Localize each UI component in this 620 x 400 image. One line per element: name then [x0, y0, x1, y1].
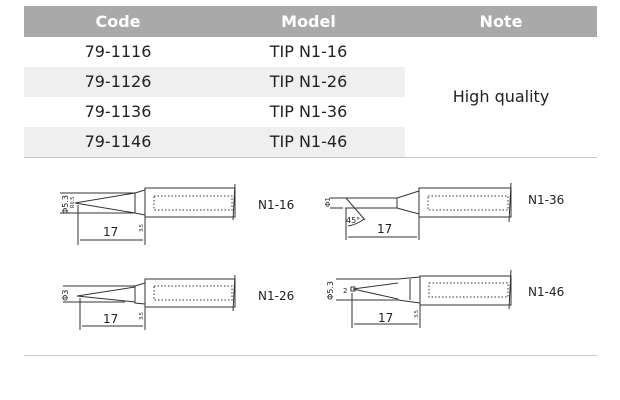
diagram-n1-16: 17 Φ5.3 R0.5 3.5 N1-16 — [60, 183, 294, 245]
n116-step: 3.5 — [139, 224, 145, 232]
n126-diameter: Φ3 — [61, 290, 70, 301]
table-row: 79-1116 TIP N1-16 — [24, 37, 405, 67]
cell-note: High quality — [452, 87, 550, 106]
n146-length: 17 — [378, 311, 393, 325]
table-row: 79-1146 TIP N1-46 — [24, 127, 405, 157]
diagram-n1-26: 17 Φ3 3.5 N1-26 — [61, 274, 294, 330]
cell-code: 79-1146 — [84, 132, 152, 151]
n136-diameter: Φ1 — [324, 197, 332, 207]
cell-code: 79-1116 — [84, 42, 152, 61]
cell-model: TIP N1-46 — [269, 132, 348, 151]
diagram-n1-36: 45° 17 Φ1 N1-36 — [324, 182, 564, 240]
n126-label: N1-26 — [258, 289, 294, 303]
n116-label: N1-16 — [258, 198, 294, 212]
n146-step: 3.5 — [414, 310, 420, 318]
header-code: Code — [95, 12, 141, 31]
table-row: 79-1126 TIP N1-26 — [24, 67, 405, 97]
cell-model: TIP N1-16 — [269, 42, 348, 61]
n116-diameter: Φ5.3 — [61, 195, 70, 214]
n146-diameter: Φ5.3 — [326, 281, 335, 300]
table-row: 79-1136 TIP N1-36 — [24, 97, 405, 127]
cell-model: TIP N1-26 — [269, 72, 348, 91]
cell-model: TIP N1-36 — [269, 102, 348, 121]
n136-angle: 45° — [346, 216, 360, 225]
n126-length: 17 — [103, 312, 118, 326]
table-header: Code Model Note — [24, 6, 597, 37]
cell-code: 79-1136 — [84, 102, 152, 121]
n126-step: 3.5 — [139, 312, 145, 320]
diagram-n1-46: 17 Φ5.3 2 3.5 N1-46 — [326, 269, 564, 328]
cell-code: 79-1126 — [84, 72, 152, 91]
n146-tip: 2 — [343, 287, 347, 295]
n136-label: N1-36 — [528, 193, 564, 207]
header-model: Model — [281, 12, 336, 31]
n116-length: 17 — [103, 225, 118, 239]
header-note: Note — [479, 12, 523, 31]
n146-label: N1-46 — [528, 285, 564, 299]
n136-length: 17 — [377, 222, 392, 236]
tips-table: Code Model Note 79-1116 TIP N1-16 79-1126… — [24, 6, 597, 158]
n116-tip: R0.5 — [70, 197, 76, 208]
divider — [24, 355, 597, 356]
